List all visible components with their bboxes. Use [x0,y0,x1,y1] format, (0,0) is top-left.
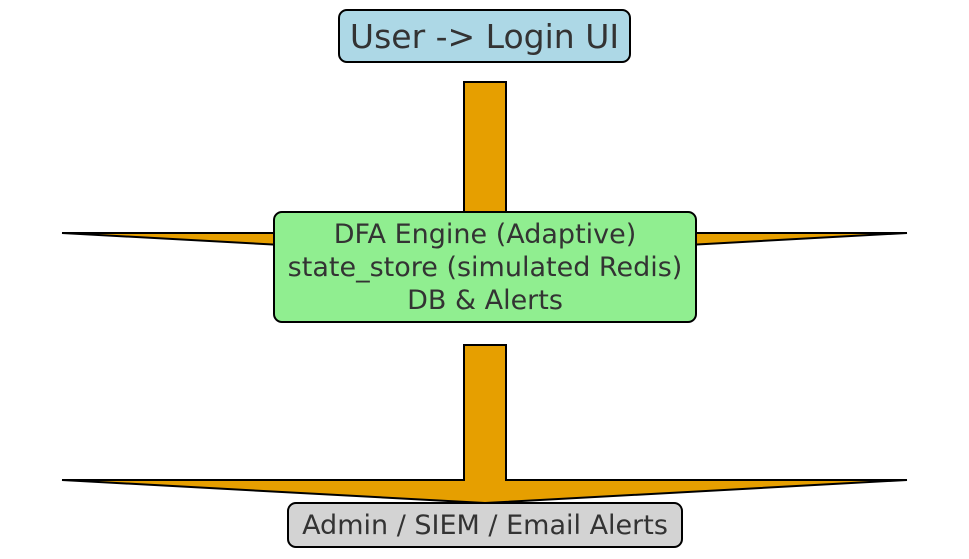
db-alerts-label: DB & Alerts [407,284,563,316]
dfa-engine-node: DFA Engine (Adaptive) state_store (simul… [273,211,697,323]
login-ui-label: User -> Login UI [349,16,620,56]
login-ui-node: User -> Login UI [338,9,631,63]
state-store-label: state_store (simulated Redis) [287,251,683,283]
admin-alerts-label: Admin / SIEM / Email Alerts [302,509,668,541]
arrow-engine-to-alerts [61,344,908,505]
admin-alerts-node: Admin / SIEM / Email Alerts [287,502,683,548]
dfa-engine-label: DFA Engine (Adaptive) [333,218,637,250]
